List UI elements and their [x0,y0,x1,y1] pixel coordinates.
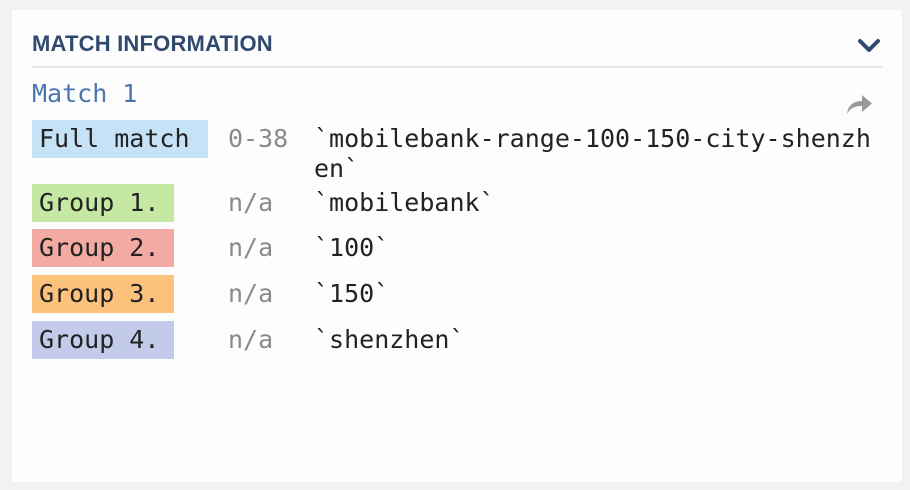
panel-header[interactable]: MATCH INFORMATION [32,30,882,68]
group-value[interactable]: `mobilebank` [314,188,495,217]
collapse-button[interactable] [856,34,882,56]
group-3-label: Group 3. [32,275,174,313]
chevron-down-icon [858,39,880,52]
share-button[interactable] [844,92,874,116]
share-arrow-icon [847,95,872,114]
group-range: n/a [228,188,274,217]
group-2-label: Group 2. [32,229,174,267]
group-value[interactable]: `150` [314,279,390,308]
group-range: n/a [228,279,274,308]
group-range: n/a [228,233,274,262]
group-range: n/a [228,325,274,354]
full-match-label: Full match [32,120,208,158]
match-title: Match 1 [32,79,138,108]
match-value[interactable]: `mobilebank-range-100-150-city-shenzhen` [314,124,871,183]
group-value[interactable]: `100` [314,233,390,262]
match-information-panel: MATCH INFORMATION Match 1 Full match 0-3… [12,10,902,482]
match-range: 0-38 [228,124,289,153]
panel-title: MATCH INFORMATION [32,31,273,56]
group-value[interactable]: `shenzhen` [314,325,465,354]
group-4-label: Group 4. [32,321,174,359]
group-1-label: Group 1. [32,184,174,222]
